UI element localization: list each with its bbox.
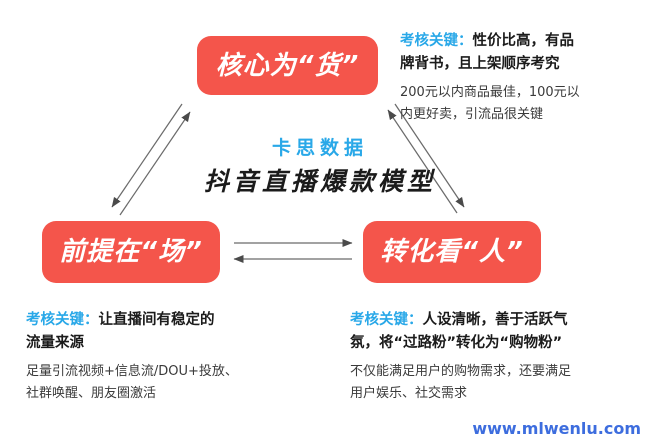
node-venue[interactable]: 前提在“场” (42, 221, 220, 283)
note-goods-keyword: 考核关键： (400, 33, 473, 49)
note-people-body: 不仅能满足用户的购物需求，还要满足 用户娱乐、社交需求 (350, 361, 642, 406)
note-venue-heading: 考核关键：让直播间有稳定的 流量来源 (26, 309, 326, 356)
note-goods-body-line2: 内更好卖，引流品很关键 (400, 107, 544, 123)
note-goods-heading: 考核关键：性价比高，有品 牌背书，且上架顺序考究 (400, 30, 640, 77)
note-venue-body-line1: 足量引流视频+信息流/DOU+投放、 (26, 363, 238, 379)
model-title: 抖音直播爆款模型 (203, 166, 436, 196)
note-goods-body-line1: 200元以内商品最佳，100元以 (400, 84, 580, 100)
note-venue-head-line2: 流量来源 (26, 335, 84, 352)
note-people-head-line2: 氛，将“过路粉”转化为“购物粉” (350, 335, 563, 352)
node-people-label: 转化看“人” (380, 237, 524, 267)
note-venue-body-line2: 社群唤醒、朋友圈激活 (26, 386, 157, 402)
arrow-venue-to-people (233, 238, 353, 264)
note-venue-keyword: 考核关键： (26, 312, 99, 328)
note-people-keyword: 考核关键： (350, 312, 423, 328)
watermark: www.mlwenlu.com (472, 419, 641, 438)
node-core-goods[interactable]: 核心为“货” (197, 36, 378, 95)
note-goods-head-line2: 牌背书，且上架顺序考究 (400, 56, 560, 73)
note-people-body-line2: 用户娱乐、社交需求 (350, 386, 468, 402)
note-people: 考核关键：人设清晰，善于活跃气 氛，将“过路粉”转化为“购物粉” 不仅能满足用户… (350, 309, 642, 406)
note-goods: 考核关键：性价比高，有品 牌背书，且上架顺序考究 200元以内商品最佳，100元… (400, 30, 640, 127)
note-goods-body: 200元以内商品最佳，100元以 内更好卖，引流品很关键 (400, 82, 640, 127)
note-venue-head-line1: 让直播间有稳定的 (98, 312, 215, 328)
node-core-goods-label: 核心为“货” (215, 50, 360, 81)
note-goods-head-line1: 性价比高，有品 (472, 33, 575, 49)
node-venue-label: 前提在“场” (59, 237, 203, 267)
note-people-head-line1: 人设清晰，善于活跃气 (422, 312, 568, 328)
brand-name: 卡思数据 (271, 137, 368, 159)
center-title-block: 卡思数据 抖音直播爆款模型 (155, 138, 485, 197)
note-venue: 考核关键：让直播间有稳定的 流量来源 足量引流视频+信息流/DOU+投放、 社群… (26, 309, 326, 406)
note-people-heading: 考核关键：人设清晰，善于活跃气 氛，将“过路粉”转化为“购物粉” (350, 309, 642, 356)
node-people[interactable]: 转化看“人” (363, 221, 541, 283)
note-people-body-line1: 不仅能满足用户的购物需求，还要满足 (350, 363, 572, 379)
note-venue-body: 足量引流视频+信息流/DOU+投放、 社群唤醒、朋友圈激活 (26, 361, 326, 406)
